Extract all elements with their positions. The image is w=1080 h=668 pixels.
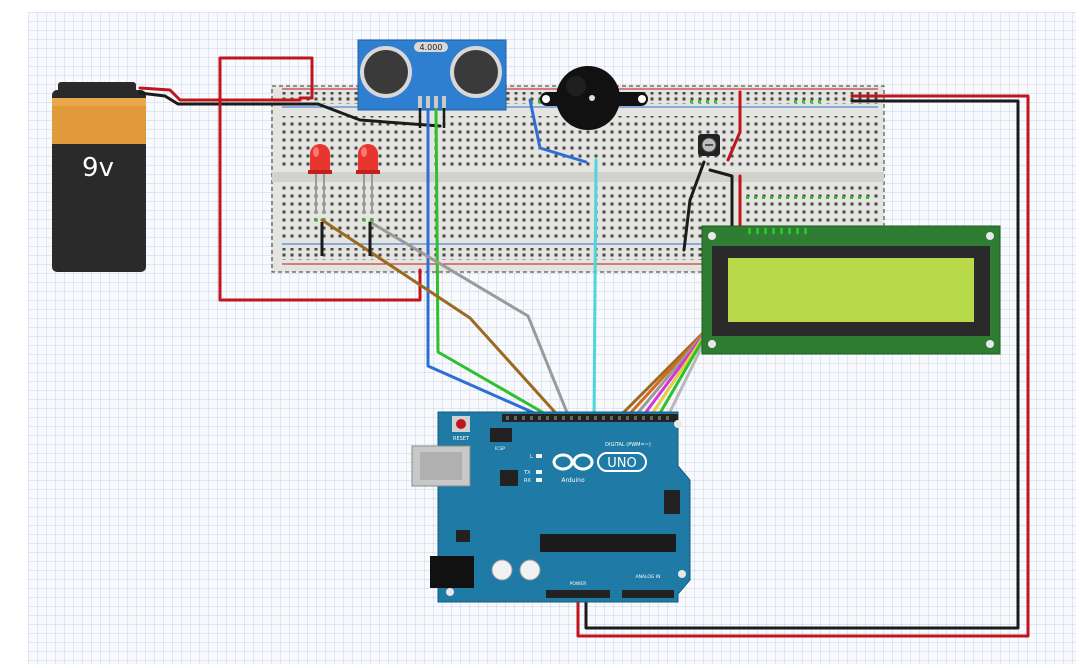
wire-buzzer-blue bbox=[528, 98, 588, 164]
wire-battery-black bbox=[138, 91, 320, 106]
digital-label: DIGITAL (PWM=~) bbox=[605, 442, 651, 448]
led-red-1 bbox=[308, 144, 332, 174]
ultrasonic-sensor: 4.000 bbox=[357, 39, 507, 128]
atmega-chip bbox=[540, 534, 676, 552]
arduino-logo bbox=[552, 453, 594, 471]
wire-power-black bbox=[584, 99, 1020, 630]
analog-header bbox=[622, 590, 674, 598]
analog-label: ANALOG IN bbox=[635, 574, 660, 580]
arduino-uno: RESET DIGITAL (PWM=~) ICSP L TX RX UNO A… bbox=[411, 411, 691, 603]
wire-led2-gray bbox=[368, 220, 572, 422]
wire-ground-sensor bbox=[316, 102, 442, 128]
wire-battery-red bbox=[138, 86, 302, 102]
wire-sensor-green bbox=[434, 102, 558, 422]
battery-label: 9v bbox=[82, 153, 114, 183]
power-label: POWER bbox=[570, 581, 587, 587]
lcd-screen bbox=[728, 258, 974, 322]
potentiometer bbox=[698, 134, 720, 156]
tx-label: TX bbox=[523, 470, 531, 476]
wire-pot-black2 bbox=[708, 168, 734, 228]
capacitor-1 bbox=[491, 559, 513, 581]
icsp-label-top: ICSP bbox=[495, 446, 505, 452]
led-legs bbox=[315, 172, 373, 256]
battery-9v: 9v bbox=[52, 82, 146, 272]
power-header bbox=[546, 590, 610, 598]
wire-pot-red bbox=[726, 90, 742, 162]
wire-pot-black bbox=[682, 160, 706, 252]
led-red-2 bbox=[356, 144, 380, 174]
power-jack bbox=[430, 556, 474, 588]
reset-label: RESET bbox=[453, 436, 470, 442]
wire-power-red bbox=[576, 94, 1030, 638]
digital-header bbox=[502, 414, 678, 422]
rx-label: RX bbox=[524, 478, 531, 484]
lcd-display bbox=[701, 225, 1001, 355]
wire-sensor-blue bbox=[426, 102, 552, 422]
piezo-buzzer bbox=[540, 66, 648, 130]
uno-logo-text: UNO bbox=[607, 456, 636, 471]
wire-red-loop bbox=[218, 56, 422, 302]
arduino-brand-text: Arduino bbox=[561, 477, 585, 484]
sensor-crystal-label: 4.000 bbox=[420, 43, 443, 52]
l-label: L bbox=[530, 454, 533, 460]
capacitor-2 bbox=[519, 559, 541, 581]
wire-buzzer-cyan bbox=[592, 158, 598, 422]
